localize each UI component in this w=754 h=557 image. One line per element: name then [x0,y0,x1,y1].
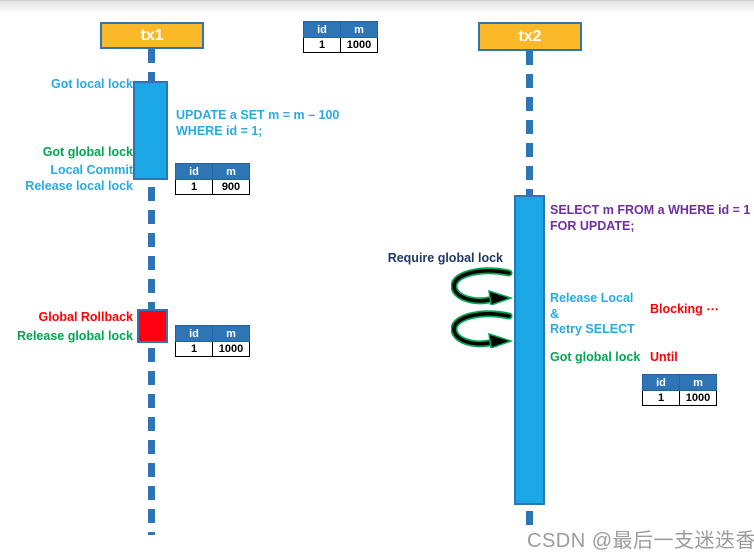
tx1-label: tx1 [140,27,164,44]
blocking-label: Blocking ⋯ [650,302,719,316]
table-cell-m: 1000 [679,390,717,406]
tx1-sql-line2: WHERE id = 1; [176,124,263,138]
after-rollback-table: id m 1 1000 [175,325,250,357]
release-local-retry-block: Release Local & Retry SELECT [550,291,635,338]
tx2-participant-box: tx2 [478,22,582,51]
retry-select-label: Retry SELECT [550,322,635,336]
table-header-m: m [340,21,378,38]
tx1-sql-line1: UPDATE a SET m = m – 100 [176,108,340,122]
after-update-table: id m 1 900 [175,163,250,195]
csdn-watermark: CSDN @最后一支迷迭香 [527,530,754,552]
tx2-label: tx2 [518,28,542,45]
got-global-lock-tx2-label: Got global lock [550,350,641,364]
retry-loop-arrow-icon [451,310,513,348]
tx2-sql-line2: FOR UPDATE; [550,219,635,233]
local-commit-label: Local Commit [50,163,133,177]
tx1-participant-box: tx1 [100,22,204,49]
got-local-lock-label: Got local lock [51,77,133,91]
table-header-m: m [212,163,250,180]
retry-loop-arrow-icon [451,267,513,305]
tx2-sql-statement: SELECT m FROM a WHERE id = 1 FOR UPDATE; [550,202,750,234]
table-cell-id: 1 [175,179,213,195]
release-local-lock-label: Release local lock [25,179,133,193]
tx1-rollback-bar [137,309,168,343]
tx2-activation-bar [514,195,545,505]
tx1-activation-bar [133,81,168,180]
until-label: Until [650,350,678,364]
table-cell-m: 900 [212,179,250,195]
top-gradient-band [0,0,754,14]
got-global-lock-label: Got global lock [42,145,133,159]
table-header-id: id [303,21,341,38]
table-header-m: m [679,374,717,391]
tx1-lifeline [148,49,155,535]
table-cell-id: 1 [642,390,680,406]
release-global-lock-label: Release global lock [16,329,133,343]
table-header-m: m [212,325,250,342]
require-global-lock-label: Require global lock [387,251,503,265]
initial-state-table: id m 1 1000 [303,21,378,53]
ampersand-label: & [550,306,560,321]
tx2-sql-line1: SELECT m FROM a WHERE id = 1 [550,203,751,217]
table-cell-id: 1 [303,37,341,53]
global-rollback-label: Global Rollback [38,310,133,324]
table-cell-m: 1000 [340,37,378,53]
tx1-sql-statement: UPDATE a SET m = m – 100 WHERE id = 1; [176,107,339,139]
release-local-label: Release Local [550,291,634,305]
table-header-id: id [642,374,680,391]
table-cell-id: 1 [175,341,213,357]
tx2-read-result-table: id m 1 1000 [642,374,717,406]
table-header-id: id [175,163,213,180]
table-cell-m: 1000 [212,341,250,357]
table-header-id: id [175,325,213,342]
